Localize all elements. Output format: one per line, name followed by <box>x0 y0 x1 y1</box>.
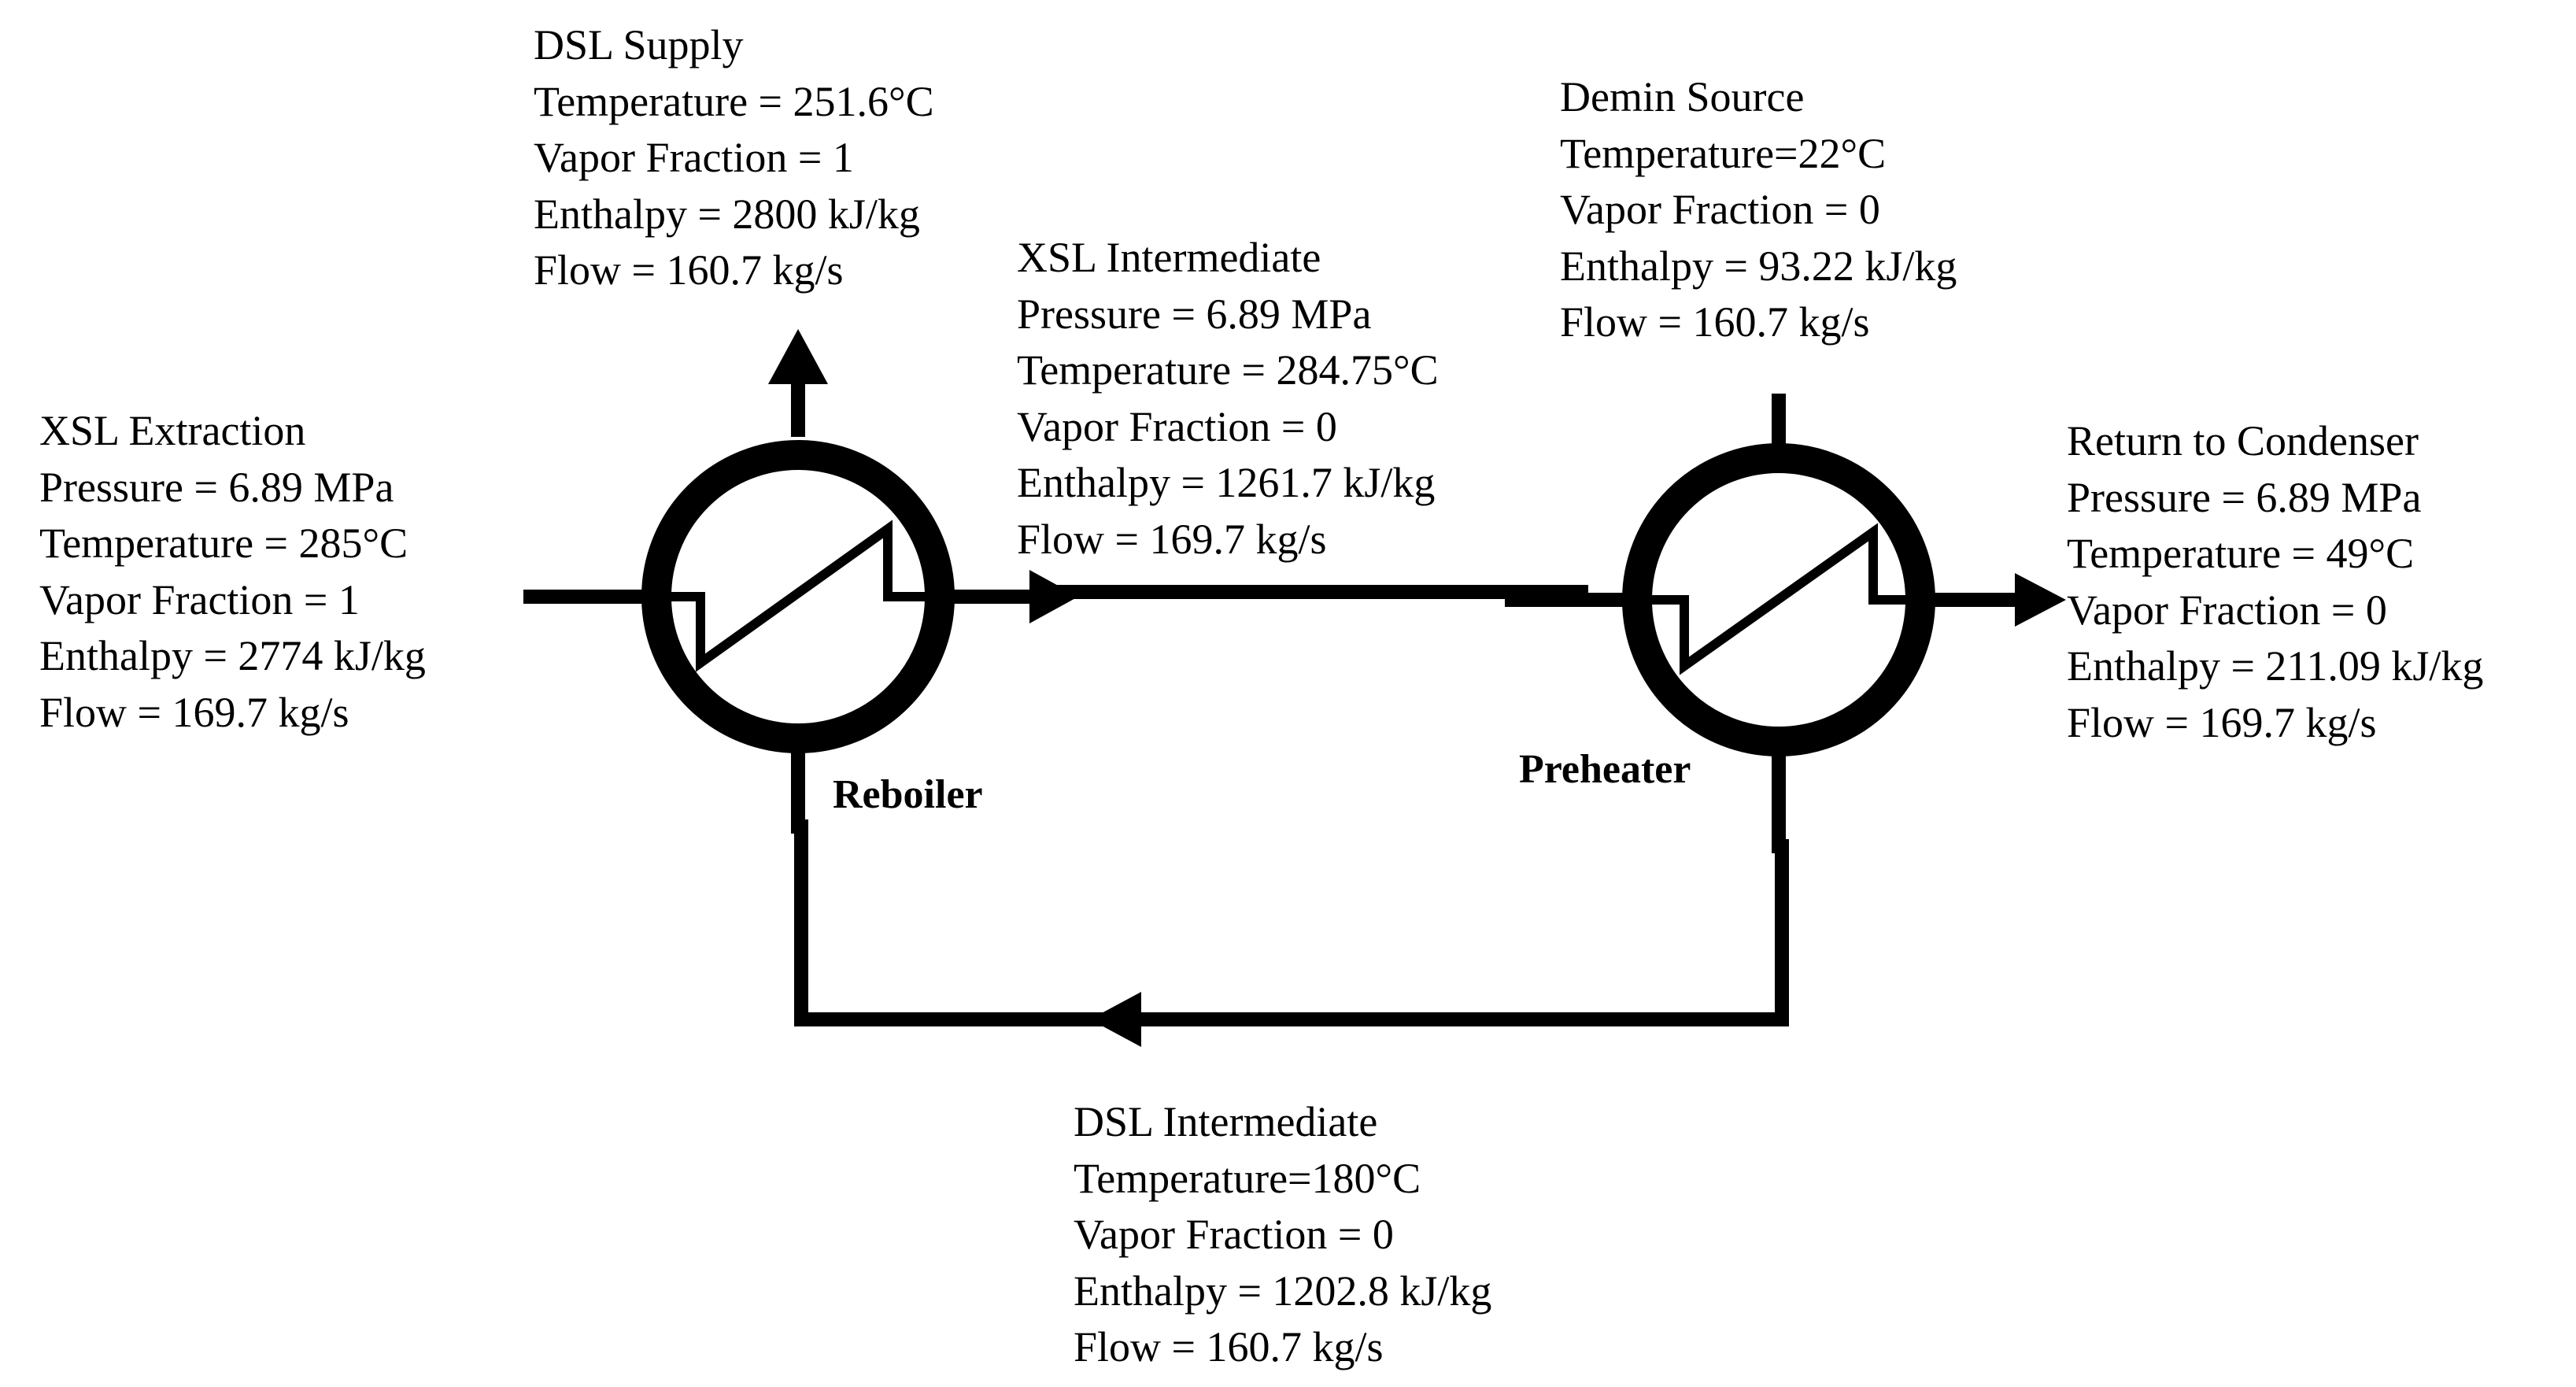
preheater-name: Preheater <box>1519 747 1691 792</box>
stream-name: XSL Extraction <box>39 407 306 454</box>
dsl-intermediate-label: DSL Intermediate Temperature=180°C Vapor… <box>1074 1094 1491 1376</box>
stream-temperature: Temperature = 284.75°C <box>1017 346 1439 394</box>
xsl-extraction-label: XSL Extraction Pressure = 6.89 MPa Tempe… <box>39 403 426 741</box>
stream-temperature: Temperature = 251.6°C <box>534 77 934 125</box>
stream-vapor-fraction: Vapor Fraction = 0 <box>1074 1211 1394 1258</box>
stream-pressure: Pressure = 6.89 MPa <box>2067 473 2422 521</box>
stream-enthalpy: Enthalpy = 93.22 kJ/kg <box>1560 242 1957 290</box>
stream-name: XSL Intermediate <box>1017 234 1321 281</box>
stream-flow: Flow = 160.7 kg/s <box>1074 1323 1384 1370</box>
stream-temperature: Temperature=180°C <box>1074 1154 1421 1202</box>
stream-name: DSL Intermediate <box>1074 1098 1378 1145</box>
stream-flow: Flow = 169.7 kg/s <box>2067 698 2377 746</box>
stream-enthalpy: Enthalpy = 2800 kJ/kg <box>534 190 920 238</box>
stream-pressure: Pressure = 6.89 MPa <box>39 463 394 511</box>
stream-vapor-fraction: Vapor Fraction = 0 <box>1017 402 1337 450</box>
dsl-supply-label: DSL Supply Temperature = 251.6°C Vapor F… <box>534 17 934 299</box>
stream-vapor-fraction: Vapor Fraction = 1 <box>39 575 360 623</box>
stream-temperature: Temperature = 49°C <box>2067 530 2415 577</box>
stream-enthalpy: Enthalpy = 211.09 kJ/kg <box>2067 642 2484 690</box>
stream-pressure: Pressure = 6.89 MPa <box>1017 290 1372 338</box>
xsl-intermediate-arrow-icon <box>1029 570 1078 623</box>
preheater-icon <box>1622 443 1935 756</box>
stream-name: DSL Supply <box>534 21 744 68</box>
stream-vapor-fraction: Vapor Fraction = 1 <box>534 134 854 181</box>
return-to-condenser-label: Return to Condenser Pressure = 6.89 MPa … <box>2067 413 2483 751</box>
stream-vapor-fraction: Vapor Fraction = 0 <box>2067 586 2387 634</box>
dsl-supply-arrow-icon <box>768 329 828 384</box>
stream-temperature: Temperature = 285°C <box>39 520 408 567</box>
stream-flow: Flow = 169.7 kg/s <box>39 688 349 736</box>
stream-vapor-fraction: Vapor Fraction = 0 <box>1560 186 1880 233</box>
dsl-intermediate-arrow-icon <box>1090 992 1141 1047</box>
reboiler-icon <box>641 440 955 753</box>
stream-enthalpy: Enthalpy = 1202.8 kJ/kg <box>1074 1267 1492 1315</box>
stream-flow: Flow = 160.7 kg/s <box>1560 298 1870 346</box>
return-condenser-arrow-icon <box>2015 573 2066 627</box>
stream-name: Demin Source <box>1560 73 1805 120</box>
stream-temperature: Temperature=22°C <box>1560 129 1887 177</box>
demin-source-label: Demin Source Temperature=22°C Vapor Frac… <box>1560 69 1957 351</box>
stream-enthalpy: Enthalpy = 2774 kJ/kg <box>39 632 426 679</box>
stream-flow: Flow = 160.7 kg/s <box>534 246 844 294</box>
stream-enthalpy: Enthalpy = 1261.7 kJ/kg <box>1017 459 1436 506</box>
xsl-intermediate-label: XSL Intermediate Pressure = 6.89 MPa Tem… <box>1017 230 1439 568</box>
reboiler-name: Reboiler <box>833 772 983 817</box>
stream-flow: Flow = 169.7 kg/s <box>1017 515 1327 563</box>
dsl-intermediate-loop <box>791 753 1789 1026</box>
stream-name: Return to Condenser <box>2067 417 2419 464</box>
